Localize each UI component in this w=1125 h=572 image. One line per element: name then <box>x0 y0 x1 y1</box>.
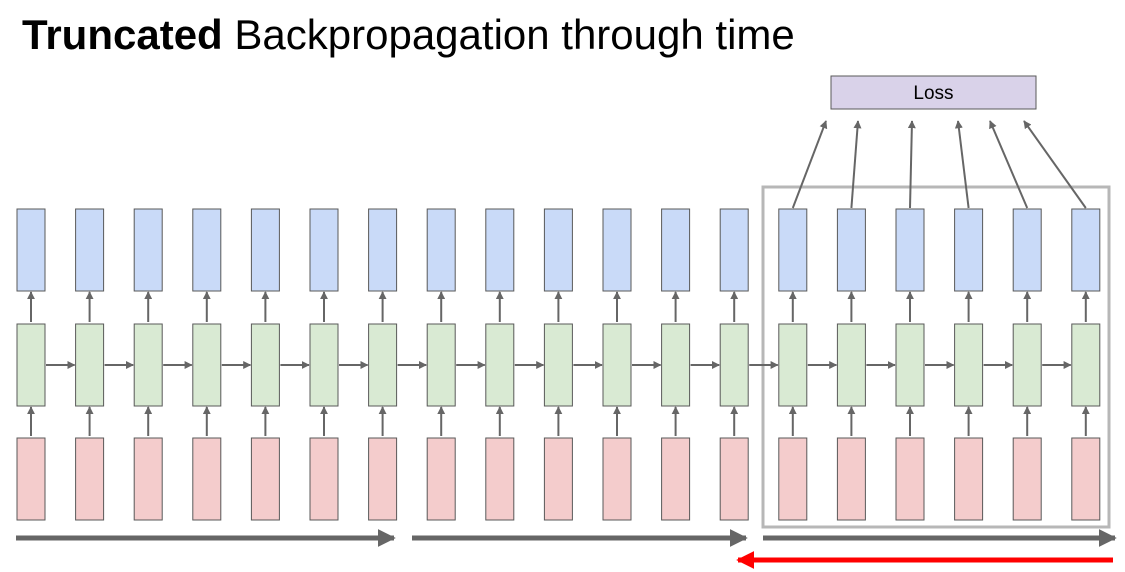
output-cell <box>1012 208 1042 292</box>
truncation-window <box>761 185 1111 529</box>
output-to-loss-arrow <box>954 120 970 209</box>
hidden-cell <box>836 323 866 407</box>
hidden-cell <box>602 323 632 407</box>
output-to-loss-arrow <box>791 120 828 209</box>
input-cell <box>895 437 925 521</box>
hidden-cell <box>16 323 46 407</box>
hidden-cell <box>368 323 398 407</box>
output-cell <box>661 208 691 292</box>
title-rest: Backpropagation through time <box>222 11 795 58</box>
output-cell <box>192 208 222 292</box>
rnn-cells <box>16 120 1101 521</box>
input-cell <box>719 437 749 521</box>
hidden-cell <box>485 323 515 407</box>
hidden-cell <box>543 323 573 407</box>
output-cell <box>16 208 46 292</box>
input-cell <box>426 437 456 521</box>
hidden-cell <box>778 323 808 407</box>
output-cell <box>368 208 398 292</box>
hidden-cell <box>75 323 105 407</box>
output-cell <box>895 208 925 292</box>
output-cell <box>1071 208 1101 292</box>
output-cell <box>485 208 515 292</box>
output-cell <box>836 208 866 292</box>
output-cell <box>543 208 573 292</box>
hidden-cell <box>895 323 925 407</box>
output-cell <box>719 208 749 292</box>
output-cell <box>954 208 984 292</box>
input-cell <box>1012 437 1042 521</box>
page-title: Truncated Backpropagation through time <box>22 10 795 60</box>
input-cell <box>778 437 808 521</box>
output-to-loss-arrow <box>850 120 862 209</box>
input-cell <box>75 437 105 521</box>
output-to-loss-arrow <box>907 120 916 209</box>
input-cell <box>133 437 163 521</box>
output-cell <box>602 208 632 292</box>
output-cell <box>133 208 163 292</box>
input-cell <box>16 437 46 521</box>
input-cell <box>661 437 691 521</box>
hidden-cell <box>250 323 280 407</box>
loss-box <box>830 75 1037 110</box>
hidden-cell <box>1071 323 1101 407</box>
input-cell <box>485 437 515 521</box>
hidden-cell <box>192 323 222 407</box>
input-cell <box>543 437 573 521</box>
input-cell <box>954 437 984 521</box>
output-cell <box>778 208 808 292</box>
hidden-cell <box>1012 323 1042 407</box>
loss-label: Loss <box>913 83 953 104</box>
output-cell <box>426 208 456 292</box>
input-cell <box>192 437 222 521</box>
output-cell <box>75 208 105 292</box>
title-bold: Truncated <box>22 11 223 58</box>
hidden-cell <box>661 323 691 407</box>
hidden-cell <box>719 323 749 407</box>
output-cell <box>250 208 280 292</box>
hidden-cell <box>309 323 339 407</box>
hidden-cell <box>426 323 456 407</box>
output-cell <box>309 208 339 292</box>
input-cell <box>309 437 339 521</box>
input-cell <box>602 437 632 521</box>
input-cell <box>836 437 866 521</box>
output-to-loss-arrow <box>1023 120 1087 209</box>
hidden-cell <box>133 323 163 407</box>
input-cell <box>250 437 280 521</box>
input-cell <box>1071 437 1101 521</box>
output-to-loss-arrow <box>989 120 1029 209</box>
input-cell <box>368 437 398 521</box>
hidden-cell <box>954 323 984 407</box>
